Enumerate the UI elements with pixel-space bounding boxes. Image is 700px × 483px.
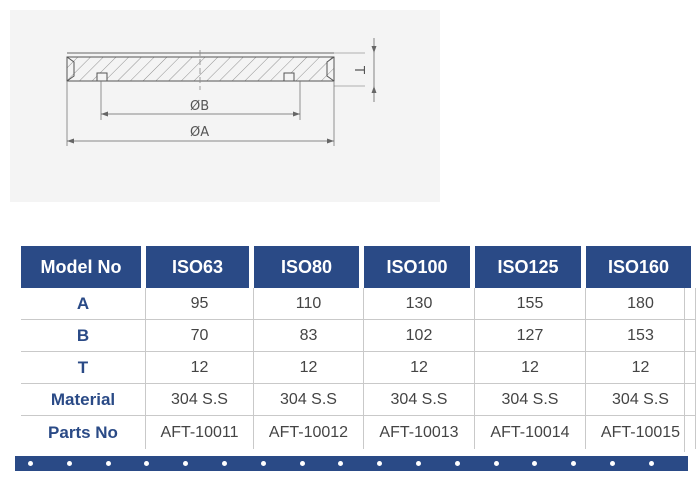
- cell-value: 127: [475, 320, 586, 352]
- cell-value: 304 S.S: [146, 384, 254, 416]
- footer-dot: [648, 461, 654, 466]
- cell-value: 304 S.S: [364, 384, 475, 416]
- table-row: A 95 110 130 155 180: [21, 288, 696, 320]
- cell-value: 12: [146, 352, 254, 384]
- cell-value: AFT-10013: [364, 416, 475, 449]
- cell-value: 83: [254, 320, 364, 352]
- cell-value: 12: [254, 352, 364, 384]
- footer-dot: [571, 461, 577, 466]
- cell-value: 304 S.S: [254, 384, 364, 416]
- row-label: Parts No: [21, 416, 146, 449]
- table-header-row: Model No ISO63 ISO80 ISO100 ISO125 ISO16…: [21, 246, 696, 288]
- footer-dot: [338, 461, 344, 466]
- footer-dots: [15, 456, 693, 471]
- footer-dot: [260, 461, 266, 466]
- technical-drawing: ØB ØA T: [10, 10, 440, 202]
- dim-b-label: ØB: [190, 99, 209, 114]
- row-label: A: [21, 288, 146, 320]
- footer-dot: [144, 461, 150, 466]
- footer-dot: [222, 461, 227, 466]
- cell-value: AFT-10011: [146, 416, 254, 449]
- cell-value: 12: [586, 352, 696, 384]
- table-row: Parts No AFT-10011 AFT-10012 AFT-10013 A…: [21, 416, 696, 449]
- cell-value: 110: [254, 288, 364, 320]
- footer-dot: [532, 461, 538, 466]
- header-model-no: Model No: [21, 246, 146, 288]
- footer-dot: [299, 461, 305, 466]
- header-model: ISO80: [254, 246, 364, 288]
- footer-dot: [66, 461, 72, 466]
- header-model: ISO125: [475, 246, 586, 288]
- groove-left: [96, 72, 108, 82]
- row-label: Material: [21, 384, 146, 416]
- cell-value: AFT-10012: [254, 416, 364, 449]
- cell-value: 12: [475, 352, 586, 384]
- footer-dot: [183, 461, 189, 466]
- table-row: Material 304 S.S 304 S.S 304 S.S 304 S.S…: [21, 384, 696, 416]
- table-edge-strip: [684, 246, 689, 288]
- row-label: B: [21, 320, 146, 352]
- footer-dot: [28, 461, 33, 466]
- cell-value: 130: [364, 288, 475, 320]
- cell-value: AFT-10015: [586, 416, 696, 449]
- cell-value: 95: [146, 288, 254, 320]
- blank-flange-drawing: ØB ØA T: [66, 38, 377, 146]
- footer-dot: [105, 461, 111, 466]
- cell-value: 180: [586, 288, 696, 320]
- cell-value: 304 S.S: [586, 384, 696, 416]
- footer-dot: [687, 461, 693, 466]
- groove-right: [283, 72, 295, 82]
- footer-dot: [377, 461, 383, 466]
- cell-value: 153: [586, 320, 696, 352]
- cell-value: 102: [364, 320, 475, 352]
- dim-a-label: ØA: [190, 125, 209, 140]
- footer-dotted-bar: [15, 456, 693, 471]
- table-row: T 12 12 12 12 12: [21, 352, 696, 384]
- footer-dot: [493, 461, 499, 466]
- header-model: ISO63: [146, 246, 254, 288]
- cell-value: AFT-10014: [475, 416, 586, 449]
- cell-value: 12: [364, 352, 475, 384]
- cell-value: 70: [146, 320, 254, 352]
- header-model: ISO160: [586, 246, 696, 288]
- footer-dot: [416, 461, 421, 466]
- cell-value: 155: [475, 288, 586, 320]
- cell-value: 304 S.S: [475, 384, 586, 416]
- header-model: ISO100: [364, 246, 475, 288]
- footer-dot: [454, 461, 460, 466]
- table-edge-line: [684, 288, 685, 452]
- footer-dot: [610, 461, 615, 466]
- table-row: B 70 83 102 127 153: [21, 320, 696, 352]
- dim-t-label: T: [351, 65, 366, 74]
- spec-table: Model No ISO63 ISO80 ISO100 ISO125 ISO16…: [21, 246, 696, 449]
- row-label: T: [21, 352, 146, 384]
